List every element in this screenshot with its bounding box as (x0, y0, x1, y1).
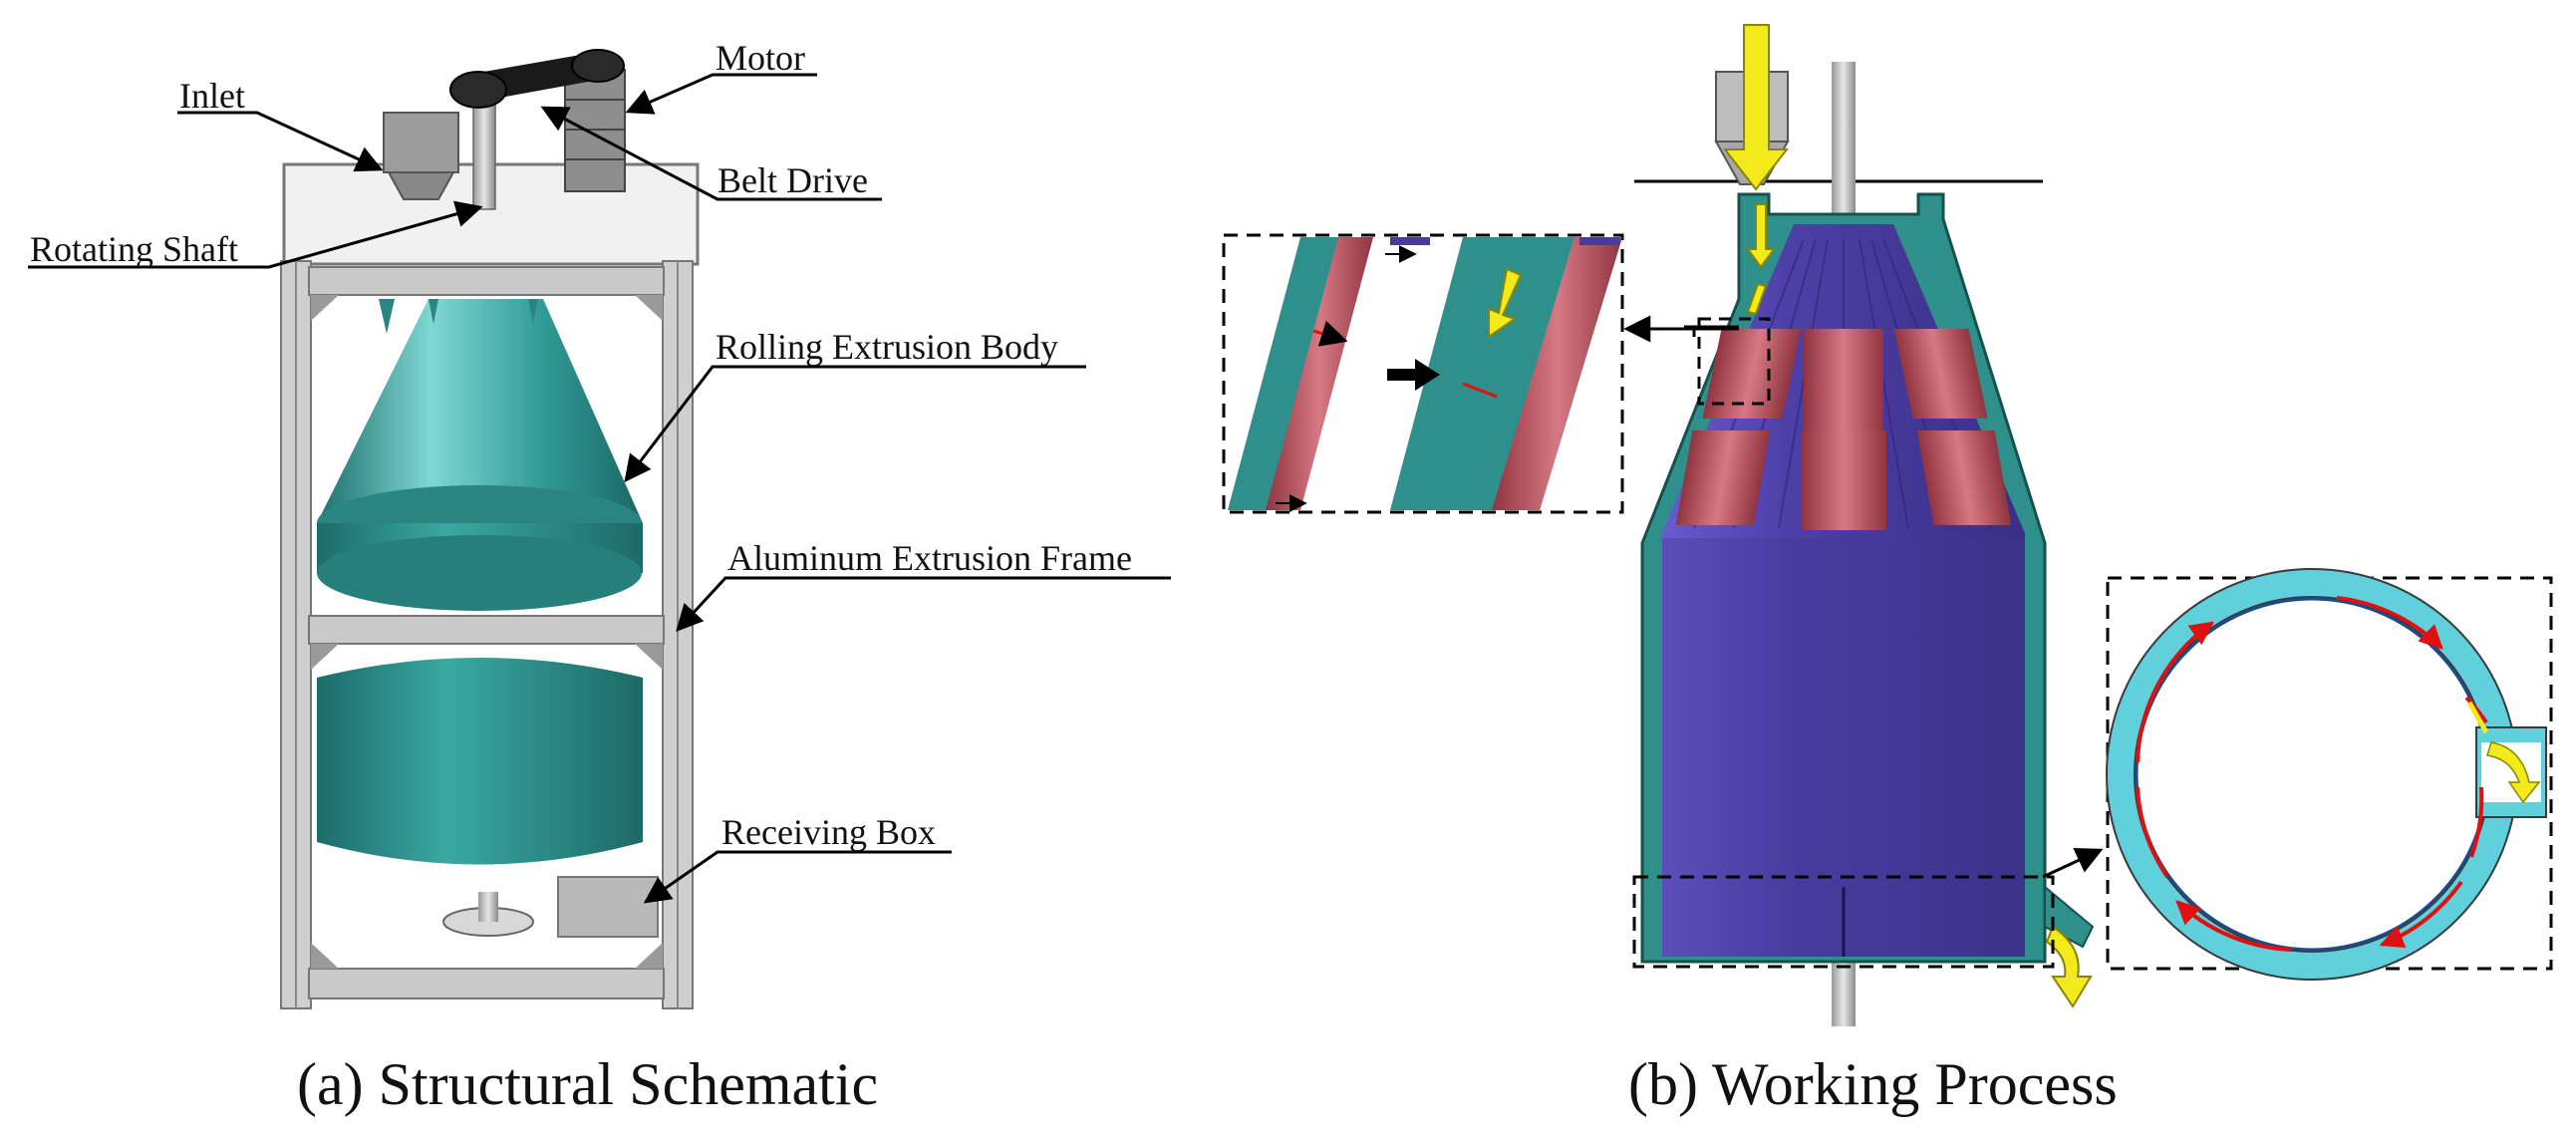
rolling-extrusion-body-cylinder (317, 658, 643, 865)
belt-drive (449, 49, 625, 109)
label-frame: Aluminum Extrusion Frame (727, 538, 1132, 578)
inset-ring (2106, 568, 2553, 981)
caption-a: (a) Structural Schematic (297, 1051, 878, 1117)
zoom-region-bottom (1632, 875, 2055, 969)
label-rotating-shaft: Rotating Shaft (30, 229, 238, 269)
inset-stripes (1222, 233, 1624, 514)
panel-b-process: (b) Working Process (1222, 24, 2553, 1117)
zoom-region-cone (1697, 317, 1771, 406)
label-belt-drive: Belt Drive (717, 160, 868, 200)
motor (564, 69, 626, 192)
flow-arrows (1722, 24, 2093, 1008)
label-inlet: Inlet (179, 76, 245, 116)
frame-beam-top (308, 266, 665, 296)
label-receiving-box: Receiving Box (721, 812, 936, 852)
frame-beam-bottom (308, 968, 665, 999)
leader-lines (28, 73, 1171, 904)
caption-b: (b) Working Process (1628, 1051, 2118, 1117)
inlet-hopper (383, 112, 459, 200)
rolling-extrusion-body-cone (317, 299, 643, 523)
roller-panels (1675, 329, 2012, 530)
frame-beam-mid (308, 615, 665, 645)
label-rolling-body: Rolling Extrusion Body (716, 327, 1058, 367)
receiving-box (557, 876, 659, 938)
panel-a-schematic: Inlet Motor Belt Drive Rotating Shaft Ro… (28, 38, 1171, 1117)
label-motor: Motor (716, 38, 805, 78)
